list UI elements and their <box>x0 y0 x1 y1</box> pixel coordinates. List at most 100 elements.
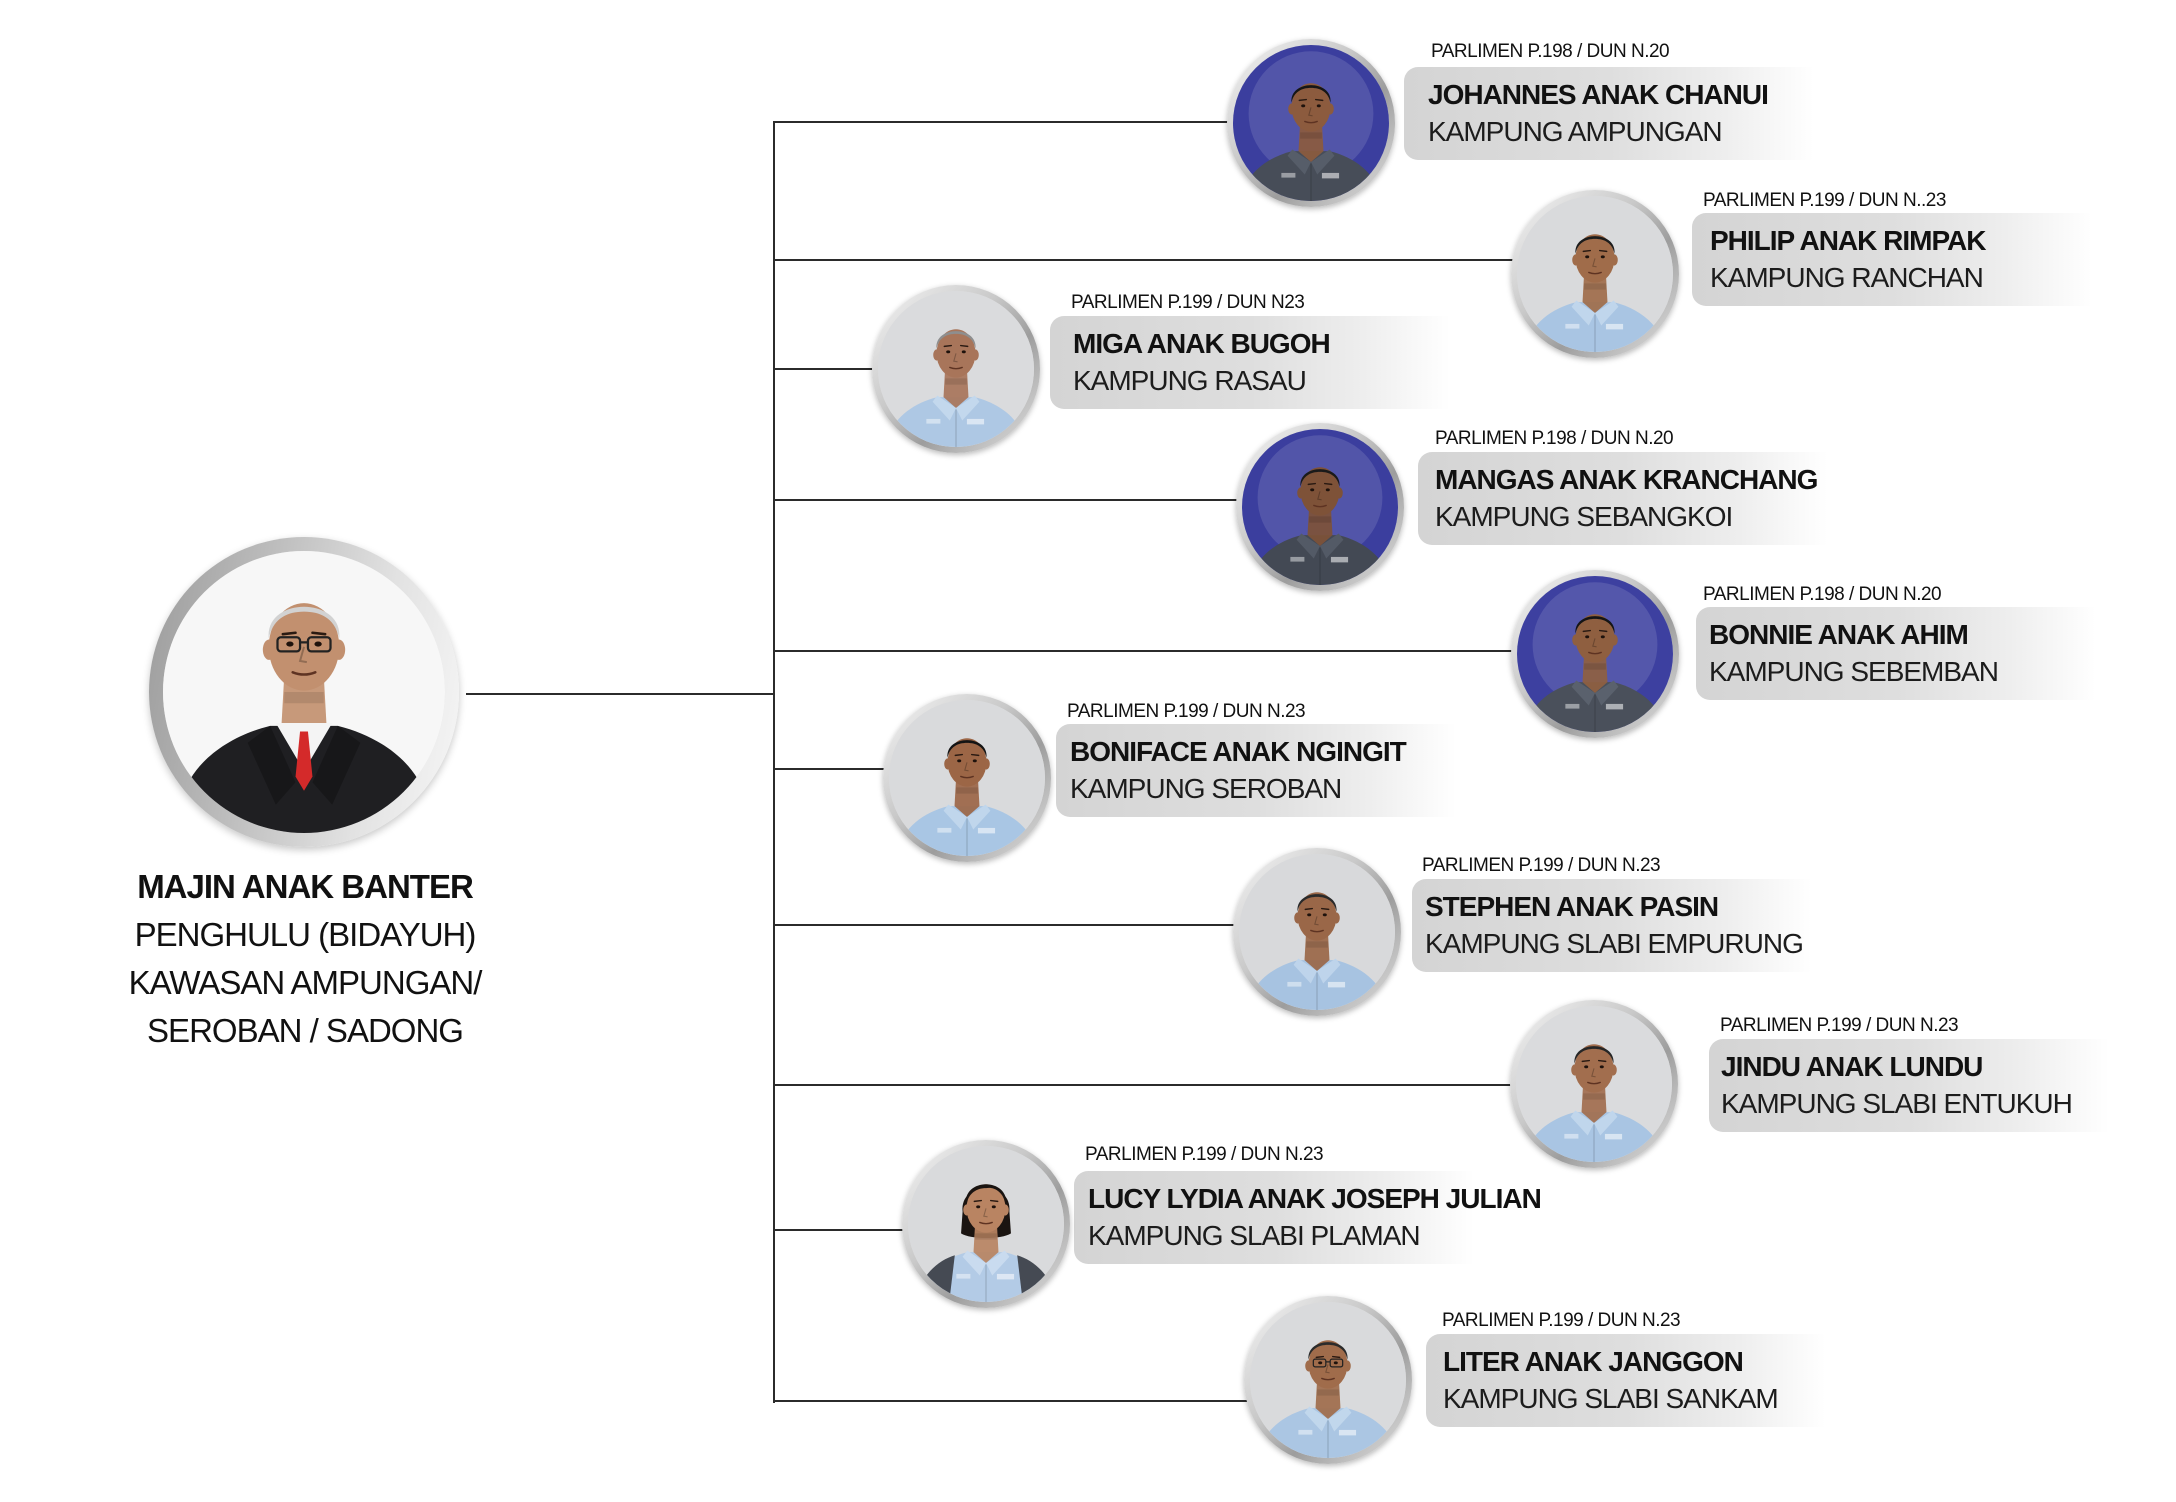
member-photo-frame <box>889 700 1045 856</box>
portrait-nose <box>953 353 958 363</box>
portrait-figure <box>1258 1340 1398 1458</box>
portrait-name-tag <box>1565 703 1580 709</box>
portrait-neck-shadow <box>1317 1389 1339 1396</box>
portrait-figure <box>1525 614 1665 732</box>
portrait-eye-right <box>1333 1361 1338 1365</box>
portrait-illustration <box>1233 45 1389 201</box>
portrait-nose <box>1592 638 1597 648</box>
member-photo <box>872 285 1040 453</box>
member-label-box: LITER ANAK JANGGON KAMPUNG SLABI SANKAM <box>1426 1334 1826 1427</box>
member-photo-frame <box>1250 1302 1406 1458</box>
portrait-body <box>1241 151 1381 201</box>
constituency-label: PARLIMEN P.198 / DUN N.20 <box>1703 584 1942 605</box>
portrait-eye-right <box>1600 255 1605 259</box>
portrait-head <box>1574 1044 1614 1093</box>
portrait-brow-right <box>1597 1059 1607 1063</box>
portrait-body <box>1247 960 1387 1010</box>
constituency-label: PARLIMEN P.199 / DUN N.23 <box>1422 855 1661 876</box>
portrait-neck <box>1581 1084 1607 1123</box>
portrait-head <box>947 738 987 787</box>
member-name: JINDU ANAK LUNDU <box>1721 1051 1983 1082</box>
portrait-collar-right <box>986 1250 1010 1276</box>
portrait-collar-right <box>1594 1110 1618 1136</box>
portrait-figure <box>916 1184 1056 1302</box>
member-name: JOHANNES ANAK CHANUI <box>1428 79 1769 110</box>
connector-branch <box>774 121 1311 123</box>
portrait-figure <box>1250 467 1390 585</box>
member-name: BONIFACE ANAK NGINGIT <box>1070 736 1407 767</box>
portrait-figure <box>1525 234 1665 352</box>
member-photo <box>1227 39 1395 207</box>
portrait-illustration <box>908 1146 1064 1302</box>
portrait-body <box>1525 302 1665 352</box>
connector-branch <box>774 1229 986 1231</box>
portrait-head <box>1308 1340 1348 1389</box>
member-village: KAMPUNG AMPUNGAN <box>1428 116 1723 147</box>
portrait-eye-left <box>976 1205 981 1209</box>
member-name: PHILIP ANAK RIMPAK <box>1710 225 1987 256</box>
portrait-eye-right <box>972 759 977 763</box>
portrait-hair <box>268 606 340 639</box>
portrait-collar-left <box>962 1250 986 1276</box>
portrait-hair <box>1291 85 1331 103</box>
root-caption: MAJIN ANAK BANTER PENGHULU (BIDAYUH) KAW… <box>80 863 530 1055</box>
portrait-brow-right <box>1323 482 1333 486</box>
member-village: KAMPUNG SEBANGKOI <box>1435 501 1733 532</box>
member-village: KAMPUNG SLABI EMPURUNG <box>1425 928 1804 959</box>
member-photo <box>883 694 1051 862</box>
portrait-neck-shadow <box>1584 283 1606 290</box>
member-label-box: BONNIE ANAK AHIM KAMPUNG SEBEMBAN <box>1696 607 2096 700</box>
portrait-badge <box>977 827 996 834</box>
portrait-figure <box>1247 892 1387 1010</box>
portrait-mouth <box>1587 1081 1601 1085</box>
portrait-eye-right <box>1325 488 1330 492</box>
connector-root <box>466 693 774 695</box>
connector-branch <box>774 650 1595 652</box>
portrait-collar-right <box>967 804 991 830</box>
member-photo <box>1510 1000 1678 1168</box>
portrait-head <box>1575 614 1615 663</box>
member-photo-frame <box>1517 196 1673 352</box>
member-photo-frame <box>908 1146 1064 1302</box>
portrait-illustration <box>878 291 1034 447</box>
portrait-eye-right <box>991 1205 996 1209</box>
member-name: LUCY LYDIA ANAK JOSEPH JULIAN <box>1088 1183 1542 1214</box>
portrait-name-tag <box>1565 323 1580 329</box>
member-name: STEPHEN ANAK PASIN <box>1425 891 1719 922</box>
root-photo <box>149 537 459 847</box>
portrait-name-tag <box>1290 556 1305 562</box>
portrait-illustration <box>1242 429 1398 585</box>
portrait-collar-left <box>1571 680 1595 706</box>
root-title-line: SEROBAN / SADONG <box>147 1012 464 1049</box>
portrait-badge <box>996 1273 1015 1280</box>
portrait-nose <box>1592 258 1597 268</box>
portrait-figure <box>886 329 1026 447</box>
portrait-neck <box>1315 1380 1341 1419</box>
member-label-box: JINDU ANAK LUNDU KAMPUNG SLABI ENTUKUH <box>1709 1039 2109 1132</box>
member-photo <box>1233 848 1401 1016</box>
portrait-head <box>1300 467 1340 516</box>
portrait-hair <box>1300 469 1340 487</box>
portrait-body <box>1524 1112 1664 1162</box>
member-photo-frame <box>1233 45 1389 201</box>
portrait-hair <box>965 1184 1007 1206</box>
portrait-name-tag <box>1298 1429 1313 1435</box>
portrait-badge <box>1605 703 1624 710</box>
connector-branch <box>774 499 1320 501</box>
portrait-neck <box>973 1224 999 1263</box>
portrait-hair <box>1575 236 1615 254</box>
portrait-nose <box>298 646 307 664</box>
portrait-hair <box>936 331 976 349</box>
portrait-eye-right <box>314 641 322 647</box>
member-photo-frame <box>1239 854 1395 1010</box>
portrait-collar-right <box>1311 149 1335 175</box>
member-photo <box>1511 570 1679 738</box>
connector-trunk <box>773 121 775 1403</box>
portrait-nose <box>1308 107 1313 117</box>
portrait-nose <box>1325 1364 1330 1374</box>
root-title-line: PENGHULU (BIDAYUH) <box>134 916 477 953</box>
root-title-line: KAWASAN AMPUNGAN/ <box>128 964 483 1001</box>
portrait-eye-right <box>1316 104 1321 108</box>
portrait-eye-right <box>1600 635 1605 639</box>
